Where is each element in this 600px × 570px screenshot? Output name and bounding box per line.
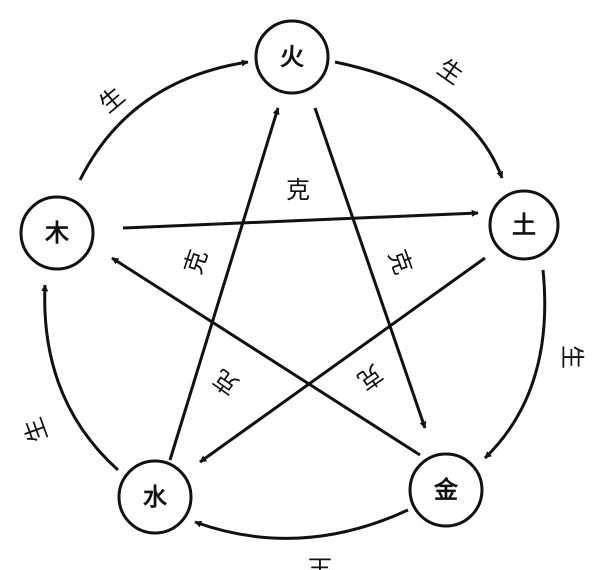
label-wood-earth: 克 [286,176,310,204]
edge-wood-to-earth [122,209,479,230]
edge-fire-to-earth [334,60,504,179]
label-earth-metal: 生 [558,345,586,369]
label-water-wood: 生 [19,414,54,446]
generating-cycle [41,59,547,540]
edge-water-to-wood [41,284,120,472]
label-water-fire: 克 [179,246,213,277]
overcoming-labels: 克 克 克 克 克 [179,176,417,400]
edge-fire-to-metal [313,107,427,429]
label-fire-metal: 克 [383,246,418,278]
edge-earth-to-metal [483,269,547,460]
node-water-label: 水 [143,483,168,511]
label-metal-wood: 克 [208,364,244,401]
node-wood: 木 [19,195,95,271]
edge-water-to-fire [168,107,280,461]
label-fire-earth: 生 [432,54,468,91]
node-wood-label: 木 [44,219,70,247]
label-earth-water: 克 [352,359,388,396]
generating-labels: 生 生 生 生 生 [19,54,586,570]
edge-metal-to-wood [111,256,421,457]
node-earth-label: 土 [512,211,536,239]
overcoming-cycle [111,107,486,464]
node-water: 水 [117,459,193,535]
label-wood-fire: 生 [94,82,130,119]
node-metal-label: 金 [433,476,459,504]
edge-metal-to-water [194,508,409,540]
edge-wood-to-fire [78,59,249,181]
label-metal-water: 生 [308,554,332,570]
edge-earth-to-water [199,256,486,464]
node-metal: 金 [408,452,484,528]
node-fire: 火 [254,19,330,95]
node-earth: 土 [488,189,560,261]
node-fire-label: 火 [280,43,304,71]
